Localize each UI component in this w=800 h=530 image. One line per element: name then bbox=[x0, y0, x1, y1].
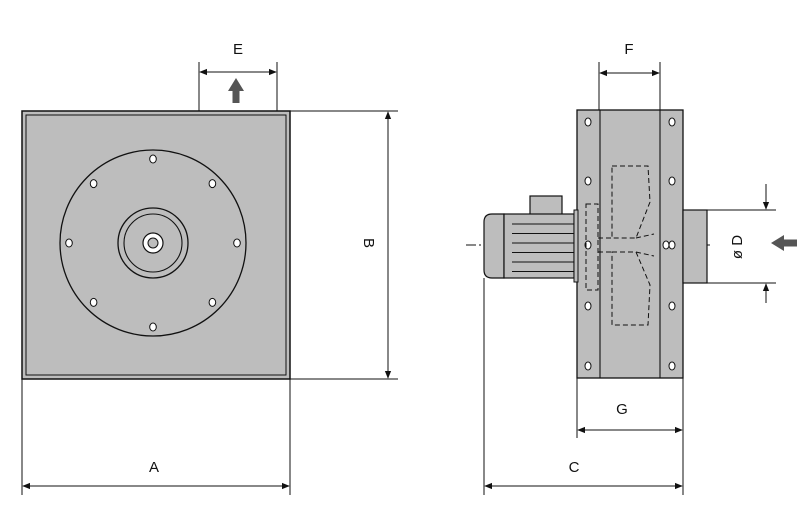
housing-bolt-hole bbox=[668, 361, 676, 371]
flange-bolt-hole bbox=[89, 179, 98, 189]
dimension-b: B bbox=[290, 110, 398, 380]
dim-label-a: A bbox=[149, 459, 159, 476]
inlet-collar bbox=[682, 209, 708, 284]
flange-bolt-hole bbox=[233, 238, 241, 248]
housing-bolt-hole bbox=[584, 301, 592, 311]
arrow-left-icon bbox=[771, 235, 797, 251]
dim-label-g: G bbox=[616, 401, 628, 418]
dim-label-f: F bbox=[624, 41, 633, 58]
hub-inner bbox=[147, 237, 159, 249]
housing-bolt-hole bbox=[668, 176, 676, 186]
dim-label-b: B bbox=[360, 238, 377, 248]
housing-bolt-hole bbox=[668, 117, 676, 127]
dimension-g: G bbox=[576, 378, 684, 438]
impeller-hidden bbox=[585, 165, 655, 326]
front-view bbox=[21, 110, 291, 380]
front-housing-inner bbox=[25, 114, 287, 376]
arrow-up-icon bbox=[228, 78, 244, 103]
housing-bolt-hole bbox=[668, 240, 676, 250]
motor-endcap bbox=[483, 213, 505, 279]
dim-label-d: ø D bbox=[729, 235, 746, 259]
dimension-d: ø D bbox=[707, 184, 797, 303]
motor-terminal-box bbox=[529, 195, 563, 216]
dim-label-e: E bbox=[233, 41, 243, 58]
flange-bolt-hole bbox=[65, 238, 73, 248]
dim-label-c: C bbox=[569, 459, 580, 476]
dimension-e: E bbox=[198, 41, 278, 111]
flange-bolt-hole bbox=[149, 322, 157, 332]
dimension-f: F bbox=[598, 41, 661, 110]
housing-bolt-hole bbox=[584, 176, 592, 186]
flange-bolt-hole bbox=[149, 154, 157, 164]
flange-bolt-hole bbox=[208, 297, 217, 307]
housing-bolt-hole bbox=[668, 301, 676, 311]
housing-bolt-hole bbox=[584, 361, 592, 371]
flange-bolt-hole bbox=[208, 179, 217, 189]
side-view bbox=[466, 109, 712, 379]
flange-bolt-hole bbox=[89, 297, 98, 307]
housing-bolt-hole bbox=[662, 240, 670, 250]
flange-bolts bbox=[65, 154, 241, 332]
motor-flange bbox=[573, 209, 579, 283]
side-bolts bbox=[584, 117, 676, 371]
dimension-a: A bbox=[21, 379, 291, 495]
motor bbox=[483, 195, 579, 283]
dimension-c: C bbox=[483, 278, 684, 495]
motor-fins bbox=[512, 223, 574, 272]
housing-bolt-hole bbox=[584, 117, 592, 127]
motor-body bbox=[503, 213, 575, 279]
inlet-ring-inner bbox=[123, 213, 183, 273]
